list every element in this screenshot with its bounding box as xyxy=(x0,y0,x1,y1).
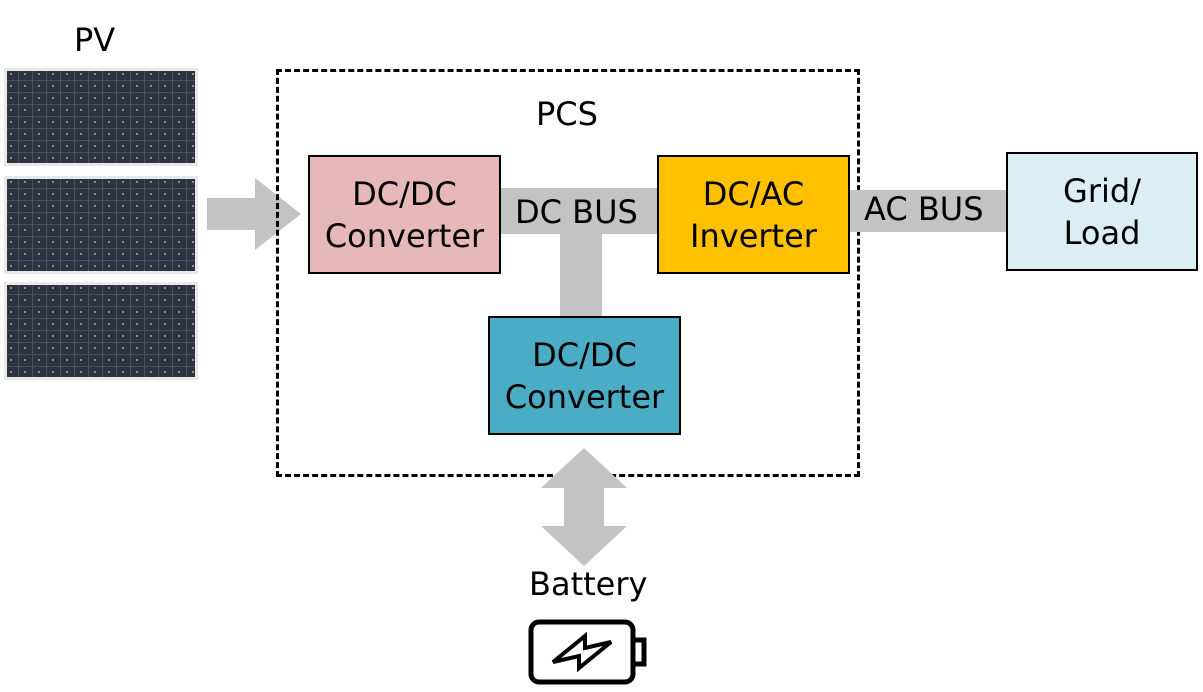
dcdc-converter-battery: DC/DC Converter xyxy=(488,316,681,435)
ac-bus xyxy=(849,190,1009,232)
dcac-inverter-line1: DC/AC xyxy=(702,174,805,213)
dc-bus xyxy=(499,188,659,234)
grid-load-line1: Grid/ xyxy=(1063,171,1141,210)
solar-panel-icon xyxy=(4,68,198,166)
grid-load-line2: Load xyxy=(1063,213,1141,252)
dcdc-converter-pv: DC/DC Converter xyxy=(308,155,501,274)
dcac-inverter: DC/AC Inverter xyxy=(657,155,850,274)
battery-bidirectional-arrow xyxy=(541,448,627,566)
dcdc-converter-battery-line2: Converter xyxy=(504,377,665,416)
battery-icon xyxy=(528,619,647,685)
pcs-label: PCS xyxy=(536,95,598,133)
ac-bus-label: AC BUS xyxy=(864,190,984,228)
pv-label: PV xyxy=(74,21,116,59)
solar-panel-icon xyxy=(4,282,198,380)
dc-bus-label: DC BUS xyxy=(515,193,638,231)
grid-load: Grid/ Load xyxy=(1006,152,1198,271)
solar-panel-icon xyxy=(4,176,198,274)
dcac-inverter-line2: Inverter xyxy=(690,216,817,255)
dcdc-converter-battery-line1: DC/DC xyxy=(532,335,637,374)
dcdc-converter-pv-line1: DC/DC xyxy=(352,174,457,213)
battery-label: Battery xyxy=(529,565,648,603)
dcdc-converter-pv-line2: Converter xyxy=(324,216,485,255)
dc-bus-branch xyxy=(560,230,602,320)
